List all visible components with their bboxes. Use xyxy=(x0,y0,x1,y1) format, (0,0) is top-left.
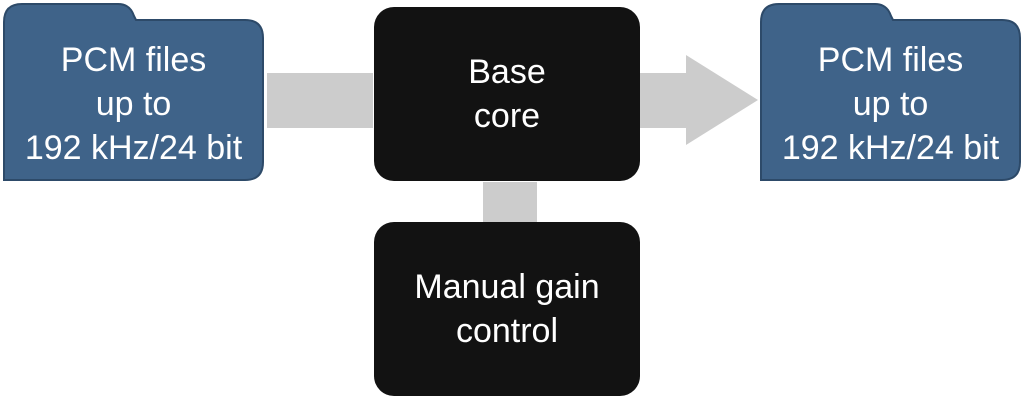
base-core-label: Base core xyxy=(374,7,640,181)
input-label-line-3: 192 kHz/24 bit xyxy=(24,129,243,167)
gain-label-line-2: control xyxy=(455,312,559,350)
base-core-block xyxy=(374,7,640,181)
input-label-line-1: PCM files xyxy=(60,41,207,79)
gain-label-line-1: Manual gain xyxy=(414,268,600,306)
output-folder-shape xyxy=(760,3,1021,181)
output-label-line-3: 192 kHz/24 bit xyxy=(781,129,1000,167)
core-label-line-2: core xyxy=(473,97,541,135)
connector-core-to-gain xyxy=(483,182,537,222)
connector-input-to-core xyxy=(267,73,373,128)
input-folder-label: PCM files up to 192 kHz/24 bit xyxy=(4,28,263,180)
core-label-line-1: Base xyxy=(468,53,546,91)
manual-gain-control-label: Manual gain control xyxy=(374,222,640,396)
input-folder-shape xyxy=(3,3,264,181)
output-label-line-1: PCM files xyxy=(817,41,964,79)
input-label-line-2: up to xyxy=(95,85,172,123)
arrow-core-to-output xyxy=(640,55,758,145)
output-folder-label: PCM files up to 192 kHz/24 bit xyxy=(761,28,1020,180)
output-label-line-2: up to xyxy=(852,85,929,123)
manual-gain-control-block xyxy=(374,222,640,396)
